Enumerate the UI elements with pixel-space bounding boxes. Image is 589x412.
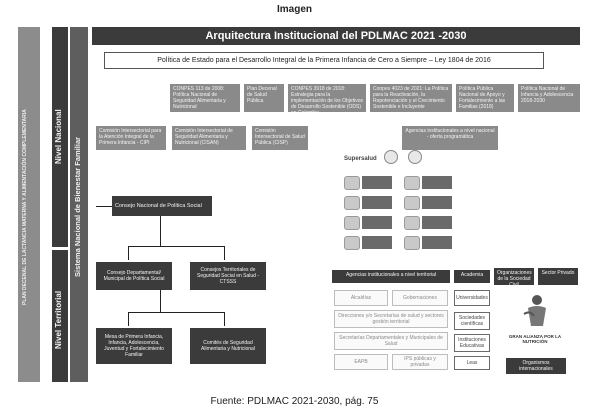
entity-logo-icon [404, 176, 420, 190]
entity-block [362, 196, 392, 209]
territorial-entity: Gobernaciones [392, 290, 448, 306]
entity-block [422, 216, 452, 229]
academia-item: Instituciones Educativas [454, 334, 490, 352]
academia-item: Sociedades científicas [454, 312, 490, 330]
org-internacionales-header: Organismos internacionales [506, 358, 566, 374]
connector-line [224, 312, 225, 326]
commission-cisp: Comisión Intersectorial de Salud Pública… [252, 126, 308, 150]
nivel-nacional-band: Nivel Nacional [52, 27, 68, 247]
nivel-territorial-band: Nivel Territorial [52, 250, 68, 382]
nivel-territorial-label: Nivel Territorial [54, 290, 63, 350]
consejo-nacional-box: Consejo Nacional de Política Social [112, 196, 212, 216]
entity-logo-icon [344, 216, 360, 230]
academia-item: Universidades [454, 290, 490, 306]
academia-item: Leas [454, 356, 490, 370]
entity-logo-icon [404, 196, 420, 210]
coat-of-arms-icon [408, 150, 422, 164]
coat-of-arms-icon [384, 150, 398, 164]
figure-caption-top: Imagen [276, 4, 312, 15]
agencias-nacionales-box: Agencias institucionales a nivel naciona… [402, 126, 498, 150]
entity-logo-icon [404, 216, 420, 230]
entity-logo-icon [344, 176, 360, 190]
supersalud-logo: Supersalud [344, 156, 377, 162]
agencias-territoriales-header: Agencias institucionales a nivel territo… [332, 270, 450, 283]
page-title: Arquitectura Institucional del PDLMAC 20… [205, 30, 467, 42]
territorial-entity: Direcciones y/o Secretarías de salud y s… [334, 310, 448, 328]
entity-block [362, 236, 392, 249]
plan-decenal-side-band: PLAN DECENAL DE LACTANCIA MATERNA Y ALIM… [18, 27, 40, 382]
figure-caption-bottom: Fuente: PDLMAC 2021-2030, pág. 75 [0, 396, 589, 407]
policy-conpes-3918: CONPES 3918 de 2018: Estrategia para la … [288, 84, 366, 112]
commission-cipi: Comisión Intersectorial para la Atención… [96, 126, 166, 150]
gran-alianza-logo [510, 292, 560, 332]
connector-line [96, 206, 112, 207]
connector-line [128, 312, 224, 313]
consejos-territoriales-box: Consejos Territoriales de Seguridad Soci… [190, 262, 266, 290]
territorial-entity: Secretarías Departamentales y Municipale… [334, 332, 448, 350]
commission-cisan: Comisión Intersectorial de Seguridad Ali… [172, 126, 246, 150]
policy-infancia-adolescencia: Política Nacional de Infancia y Adolesce… [518, 84, 580, 112]
ley-1804-banner: Política de Estado para el Desarrollo In… [104, 52, 544, 69]
territorial-entity: EAPB [334, 354, 388, 370]
entity-block [362, 176, 392, 189]
comites-san-box: Comités de Seguridad Alimentaria y Nutri… [190, 328, 266, 364]
sociedad-civil-header: Organizaciones de la Sociedad Civil [494, 268, 534, 285]
connector-line [128, 246, 129, 260]
sector-privado-header: Sector Privado [538, 268, 578, 285]
connector-line [160, 290, 161, 312]
entity-logo-icon [404, 236, 420, 250]
architecture-header: Arquitectura Institucional del PDLMAC 20… [92, 27, 580, 45]
entity-block [422, 196, 452, 209]
entity-block [362, 216, 392, 229]
connector-line [224, 246, 225, 260]
entity-block [422, 236, 452, 249]
connector-line [128, 312, 129, 326]
consejo-departamental-box: Consejo Departamental/ Municipal de Polí… [96, 262, 172, 290]
policy-conpes-113: CONPES 113 de 2008: Política Nacional de… [170, 84, 240, 112]
sistema-nacional-label: Sistema Nacional de Bienestar Familiar [73, 136, 82, 278]
territorial-entity: IPS públicas y privadas [392, 354, 448, 370]
connector-line [160, 216, 161, 246]
nivel-nacional-label: Nivel Nacional [54, 109, 63, 165]
policy-apoyo-familias: Política Pública Nacional de Apoyo y For… [456, 84, 514, 112]
source-caption: Fuente: PDLMAC 2021-2030, pág. 75 [210, 396, 379, 407]
entity-block [422, 176, 452, 189]
policy-conpes-4023: Conpes 4023 de 2021: La Política para la… [370, 84, 452, 112]
territorial-entity: Alcaldías [334, 290, 388, 306]
person-figure-icon [523, 295, 546, 326]
entity-logo-icon [344, 236, 360, 250]
mesa-infancia-box: Mesa de Primera Infancia, Infancia, Adol… [96, 328, 172, 364]
entity-logo-icon [344, 196, 360, 210]
plan-decenal-label: PLAN DECENAL DE LACTANCIA MATERNA Y ALIM… [22, 109, 28, 305]
academia-header: Academia [454, 270, 490, 283]
sistema-nacional-band: Sistema Nacional de Bienestar Familiar [70, 27, 88, 382]
connector-line [128, 246, 224, 247]
policy-plan-decenal-salud: Plan Decenal de Salud Pública [244, 84, 284, 112]
gran-alianza-label: GRAN ALIANZA POR LA NUTRICIÓN [508, 334, 562, 344]
